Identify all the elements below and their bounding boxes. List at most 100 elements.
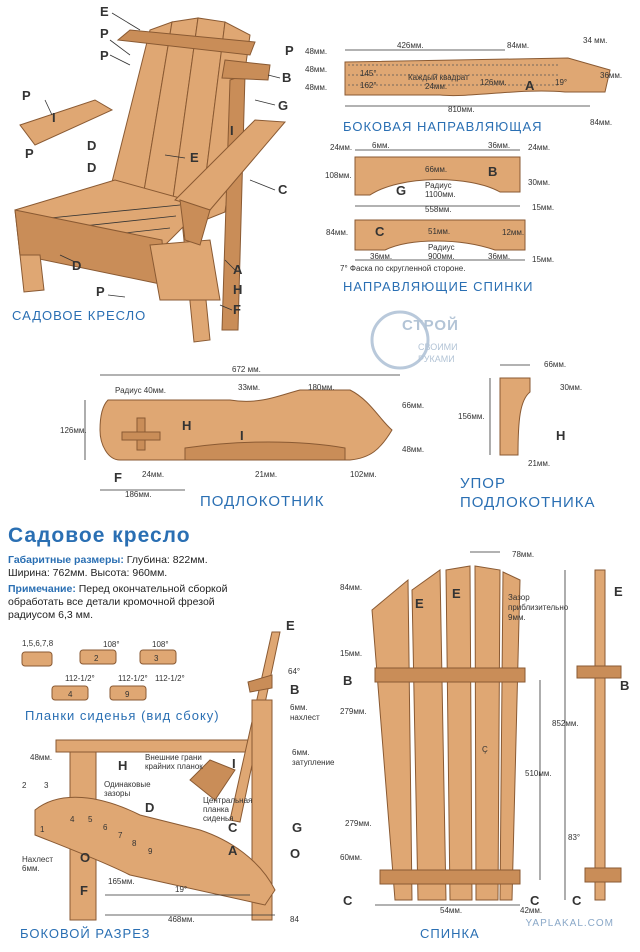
dimension-label: 24мм.: [330, 143, 352, 152]
page-title: Садовое кресло: [8, 524, 191, 547]
dimension-label: 468мм.: [168, 915, 195, 924]
label-H: H: [182, 418, 191, 433]
label-B: B: [620, 678, 629, 693]
drawing-line: [224, 259, 236, 271]
dimension-label: планка: [203, 805, 230, 814]
back-top-edge: [116, 29, 256, 56]
dimension-label: Радиус: [428, 243, 455, 252]
dimension-label: 162°: [360, 81, 377, 90]
dimension-label: 108°: [103, 640, 120, 649]
back-guide-B: [247, 674, 273, 693]
label-C: C: [228, 820, 238, 835]
dimension-label: крайних планок: [145, 762, 203, 771]
dimension-label: 558мм.: [425, 205, 452, 214]
armrest-board: [99, 389, 393, 461]
dimension-label: 6мм.: [290, 703, 308, 712]
dimension-label: 900мм.: [428, 252, 455, 261]
label-E: E: [614, 584, 623, 599]
dimension-label: 112-1/2°: [155, 674, 185, 683]
label-O: O: [290, 846, 300, 861]
caption-side-guide: БОКОВАЯ НАПРАВЛЯЮЩАЯ: [343, 119, 543, 134]
side-guide-drawing: 426мм. 84мм. 34 мм. 48мм. 48мм. 48мм. 14…: [305, 36, 622, 134]
dimension-label: 30мм.: [560, 383, 582, 392]
label-P: P: [100, 48, 109, 63]
site-logo: СТРОЙ СВОИМИ РУКАМИ: [370, 310, 459, 370]
dimension-label: 126мм.: [60, 426, 87, 435]
dimension-label: 2: [94, 654, 99, 663]
dimension-label: 48мм.: [305, 83, 327, 92]
dimension-label: Зазор: [508, 593, 530, 602]
label-H: H: [556, 428, 565, 443]
drawing-line: [121, 431, 161, 441]
dimension-label: 3: [154, 654, 159, 663]
drawing-line: [254, 99, 276, 106]
dimension-label: 6мм.: [22, 864, 40, 873]
side-guide-A: [34, 796, 276, 906]
dimension-label: 48мм.: [402, 445, 424, 454]
dimension-label: Внешние грани: [145, 753, 202, 762]
dimension-label: 24мм.: [425, 82, 447, 91]
dimension-label: 102мм.: [350, 470, 377, 479]
dimension-label: Радиус: [425, 181, 452, 190]
dimension-label: 810мм.: [448, 105, 475, 114]
label-E: E: [452, 586, 461, 601]
label-D: D: [87, 138, 96, 153]
dimension-label: 66мм.: [402, 401, 424, 410]
caption-back-guides: НАПРАВЛЯЮЩИЕ СПИНКИ: [343, 279, 534, 294]
label-P: P: [100, 26, 109, 41]
dimension-label: 8: [132, 839, 137, 848]
dims-text: Глубина: 822мм. Ширина: 762мм. Высота: 9…: [8, 554, 208, 579]
dimension-label: 3: [44, 781, 49, 790]
drawing-line: [59, 254, 76, 263]
caption-back: СПИНКА: [420, 926, 480, 941]
back-guide-B: [374, 667, 526, 683]
dimension-label: 42мм.: [520, 906, 542, 915]
label-D: D: [72, 258, 81, 273]
dimension-label: 54мм.: [440, 906, 462, 915]
dimension-label: 9: [148, 847, 153, 856]
support-board: [499, 377, 531, 456]
dimension-label: Ç: [482, 745, 488, 754]
side-guide-board: [344, 57, 611, 97]
dimension-label: 108мм.: [325, 171, 352, 180]
drawing-line: [111, 12, 141, 31]
dimension-label: 1,5,6,7,8: [22, 639, 54, 648]
label-D: D: [145, 800, 154, 815]
dimension-label: Радиус 40мм.: [115, 386, 166, 395]
drawing-line: [139, 649, 177, 665]
back-guide-C: [379, 869, 521, 885]
dimension-label: 15мм.: [532, 255, 554, 264]
label-F: F: [114, 470, 122, 485]
dimension-label: 21мм.: [528, 459, 550, 468]
dimension-label: 6мм.: [372, 141, 390, 150]
dimension-label: СТРОЙ: [402, 316, 459, 334]
caption-support-2: ПОДЛОКОТНИКА: [460, 494, 596, 511]
dimension-label: РУКАМИ: [418, 354, 455, 364]
dimension-label: 64°: [288, 667, 300, 676]
armrest-curve: [184, 441, 346, 461]
drawing-line: [584, 867, 622, 883]
label-F: F: [80, 883, 88, 898]
dimension-label: 15мм.: [532, 203, 554, 212]
drawing-line: [44, 99, 53, 116]
notes-block: Габаритные размеры: Глубина: 822мм. Шири…: [8, 554, 243, 625]
label-I: I: [52, 110, 56, 125]
dimension-label: 7: [118, 831, 123, 840]
label-E: E: [286, 618, 295, 633]
dimension-label: 15мм.: [340, 649, 362, 658]
dimension-label: 21мм.: [255, 470, 277, 479]
back-guide: [221, 59, 271, 81]
watermark: YAPLAKAL.COM: [525, 918, 614, 929]
dimension-label: Одинаковые: [104, 780, 151, 789]
dimension-label: 84мм.: [507, 41, 529, 50]
dimension-label: 36мм.: [488, 141, 510, 150]
label-B: B: [282, 70, 291, 85]
caption-garden-chair: САДОВОЕ КРЕСЛО: [12, 308, 146, 323]
dimension-label: 279мм.: [340, 707, 367, 716]
dimension-label: сиденья: [203, 814, 234, 823]
label-G: G: [292, 820, 302, 835]
dimension-label: 6: [103, 823, 108, 832]
drawing-line: [109, 685, 147, 701]
label-E: E: [415, 596, 424, 611]
label-P: P: [285, 43, 294, 58]
